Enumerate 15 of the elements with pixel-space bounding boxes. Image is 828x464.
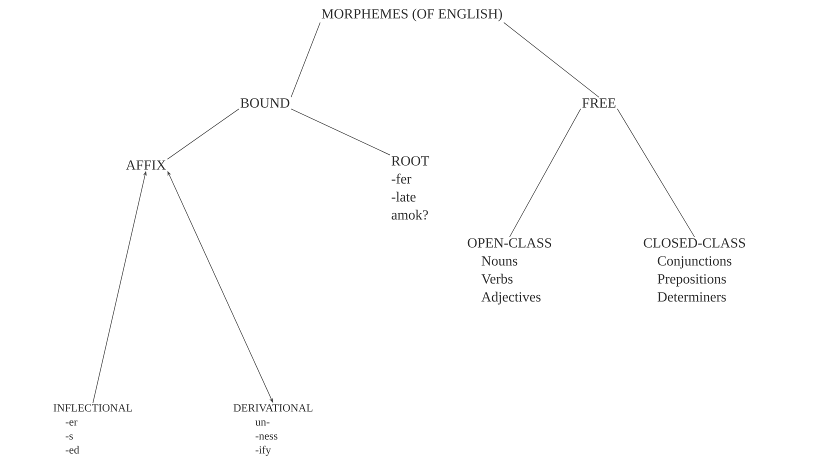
category-label: FREE [582,98,616,108]
tree-line [167,108,240,160]
category-list: OPEN-CLASS Nouns Verbs Adjectives [468,238,552,304]
category-list: ROOT -fer -late amok? [392,156,430,220]
category-label: MORPHEMES (OF ENGLISH) [322,8,502,22]
category-list: CLOSED-CLASS Conjunctions Prepositions Determiners [644,238,745,302]
category-label: AFFIX [126,160,166,170]
tree-line [509,108,582,238]
category-label: BOUND [240,98,290,108]
tree-line [503,22,600,98]
tree-line [616,108,695,238]
category-list: INFLECTIONAL -er -s -ed [54,404,132,454]
tree-line [290,22,321,98]
category-list: DERIVATIONAL un- -ness -ify [234,404,312,456]
tree-line [290,108,390,156]
